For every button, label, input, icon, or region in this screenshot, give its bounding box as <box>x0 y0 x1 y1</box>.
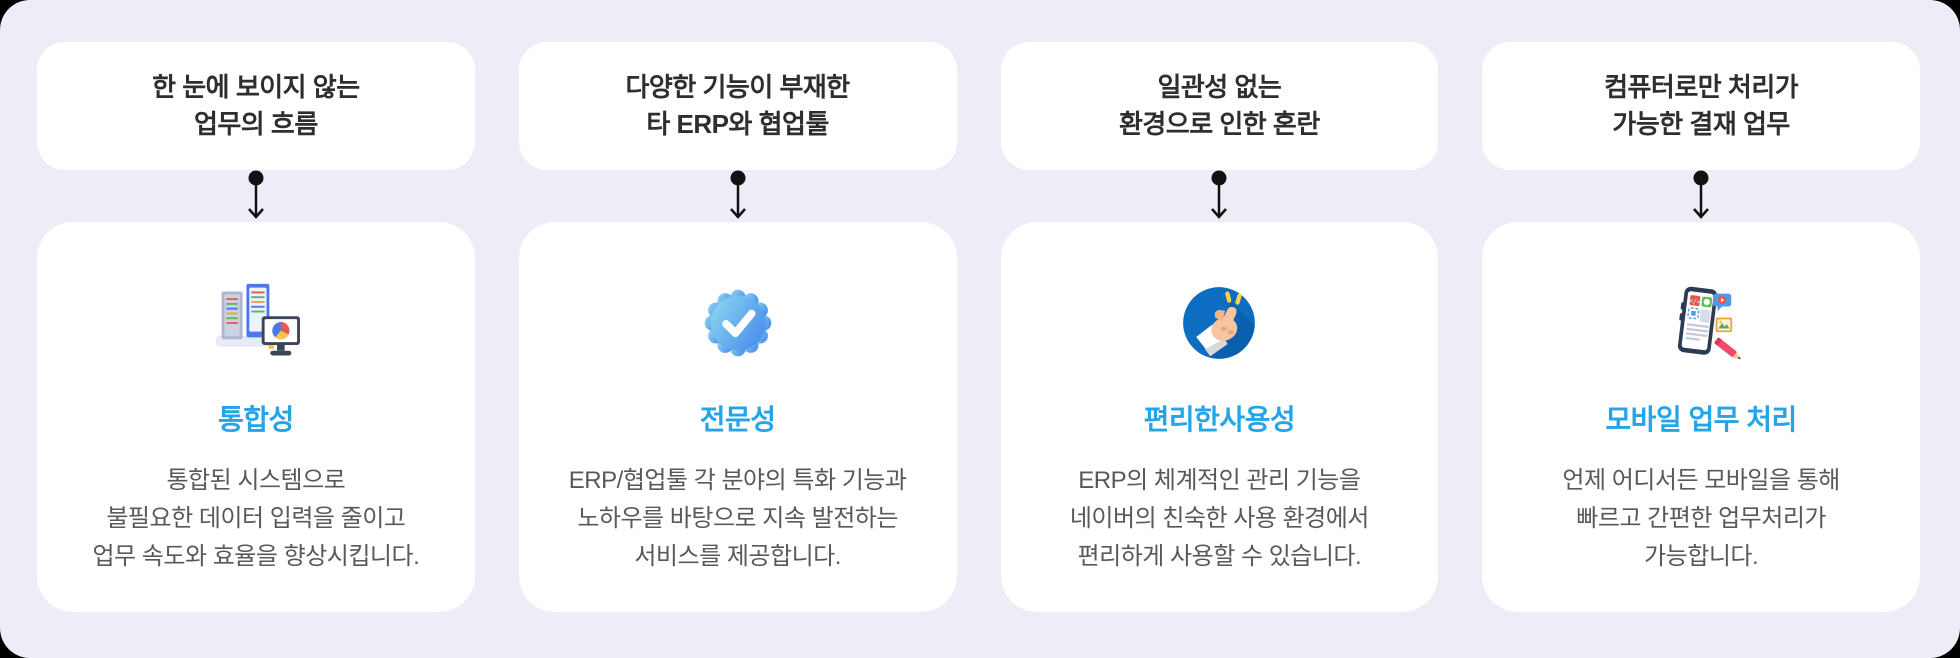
flow-arrow <box>1482 170 1920 222</box>
servers-monitor-icon <box>210 280 302 366</box>
column-mobile: 컴퓨터로만 처리가 가능한 결재 업무 </> <box>1482 42 1920 612</box>
feature-title: 전문성 <box>699 404 776 435</box>
problem-card: 일관성 없는 환경으로 인한 혼란 <box>1000 42 1439 170</box>
feature-card: </> <box>1482 222 1920 612</box>
down-arrow-icon <box>1693 170 1710 219</box>
feature-title: 모바일 업무 처리 <box>1605 404 1797 435</box>
feature-description: ERP/협업툴 각 분야의 특화 기능과 노하우를 바탕으로 지속 발전하는 서… <box>568 467 907 570</box>
feature-card: 통합성 통합된 시스템으로 불필요한 데이터 입력을 줄이고 업무 속도와 효율… <box>37 222 475 612</box>
down-arrow-icon <box>729 170 746 219</box>
feature-description: 통합된 시스템으로 불필요한 데이터 입력을 줄이고 업무 속도와 효율을 향상… <box>92 467 420 570</box>
down-arrow-icon <box>247 170 264 219</box>
mobile-approval-icon: </> <box>1657 280 1745 366</box>
feature-description: 언제 어디서든 모바일을 통해 빠르고 간편한 업무처리가 가능합니다. <box>1562 467 1840 570</box>
problem-title: 일관성 없는 환경으로 인한 혼란 <box>1118 72 1320 139</box>
problem-card: 컴퓨터로만 처리가 가능한 결재 업무 <box>1482 42 1920 170</box>
feature-title: 편리한사용성 <box>1143 404 1296 435</box>
problem-title: 한 눈에 보이지 않는 업무의 흐름 <box>152 72 360 139</box>
feature-card: 편리한사용성 ERP의 체계적인 관리 기능을 네이버의 친숙한 사용 환경에서… <box>1000 222 1439 612</box>
finger-snap-icon <box>1177 280 1261 366</box>
svg-text:</>: </> <box>1689 297 1702 306</box>
problem-card: 한 눈에 보이지 않는 업무의 흐름 <box>37 42 475 170</box>
column-usability: 일관성 없는 환경으로 인한 혼란 <box>1000 42 1439 612</box>
flow-arrow <box>519 170 957 222</box>
flow-arrow <box>1001 170 1439 222</box>
verified-badge-icon <box>697 280 779 366</box>
problem-title: 컴퓨터로만 처리가 가능한 결재 업무 <box>1604 72 1799 139</box>
column-expertise: 다양한 기능이 부재한 타 ERP와 협업툴 <box>518 42 957 612</box>
feature-card: 전문성 ERP/협업툴 각 분야의 특화 기능과 노하우를 바탕으로 지속 발전… <box>518 222 957 612</box>
problem-title: 다양한 기능이 부재한 타 ERP와 협업툴 <box>625 72 851 139</box>
problem-card: 다양한 기능이 부재한 타 ERP와 협업툴 <box>518 42 957 170</box>
column-integration: 한 눈에 보이지 않는 업무의 흐름 <box>37 42 475 612</box>
feature-description: ERP의 체계적인 관리 기능을 네이버의 친숙한 사용 환경에서 편리하게 사… <box>1069 467 1370 570</box>
flow-arrow <box>37 170 475 222</box>
feature-title: 통합성 <box>217 404 294 435</box>
down-arrow-icon <box>1211 170 1228 219</box>
